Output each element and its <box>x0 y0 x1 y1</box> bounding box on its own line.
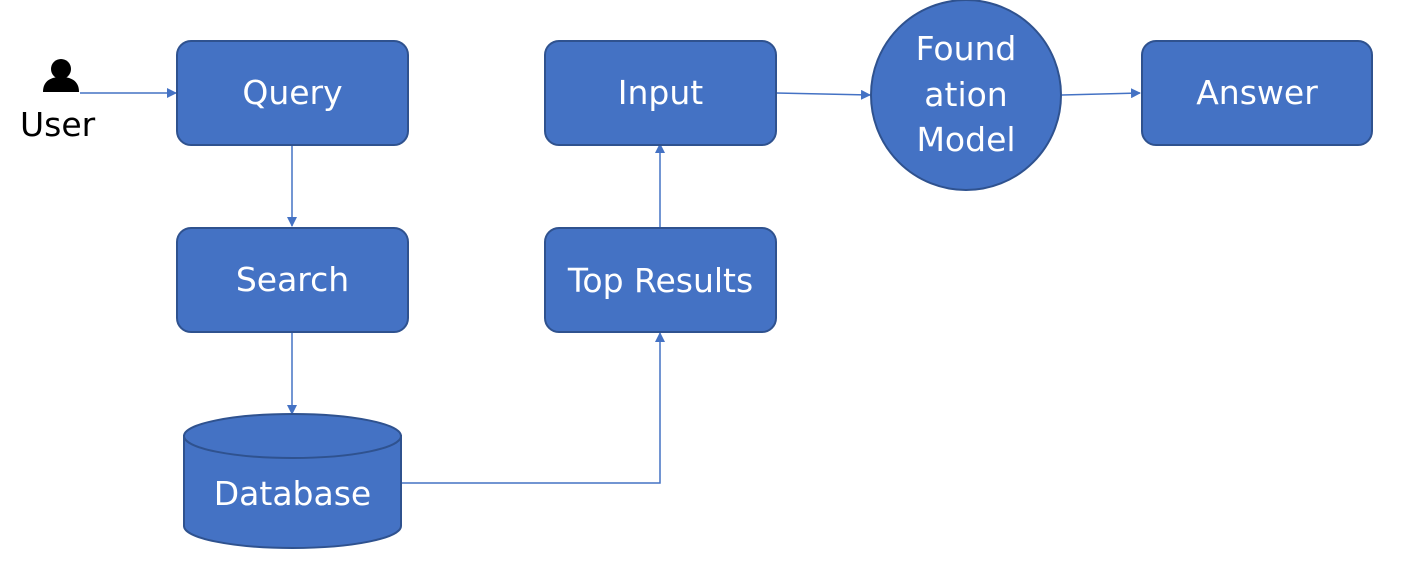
answer-label: Answer <box>1196 73 1318 112</box>
search-label: Search <box>236 260 349 299</box>
person-icon <box>43 59 79 92</box>
foundation-model-node: Found ation Model <box>870 0 1062 191</box>
query-label: Query <box>242 73 342 112</box>
user-label: User <box>20 105 96 144</box>
edge-foundation-model-to-answer <box>1061 88 1141 99</box>
answer-node: Answer <box>1141 40 1373 146</box>
query-node: Query <box>176 40 409 146</box>
database-node: Database <box>183 413 402 549</box>
input-label: Input <box>618 73 704 112</box>
edge-input-to-foundation-model <box>775 89 871 100</box>
search-node: Search <box>176 227 409 333</box>
user-actor: User <box>20 59 96 144</box>
foundation-model-label-line-1: Found <box>916 29 1017 68</box>
input-node: Input <box>544 40 777 146</box>
database-label: Database <box>214 474 371 513</box>
edges <box>80 88 1141 484</box>
foundation-model-label-line-2: ation <box>924 75 1007 114</box>
top-results-node: Top Results <box>544 227 777 333</box>
foundation-model-label-line-3: Model <box>916 120 1015 159</box>
top-results-label: Top Results <box>567 261 753 300</box>
edge-database-to-top-results <box>401 332 665 484</box>
